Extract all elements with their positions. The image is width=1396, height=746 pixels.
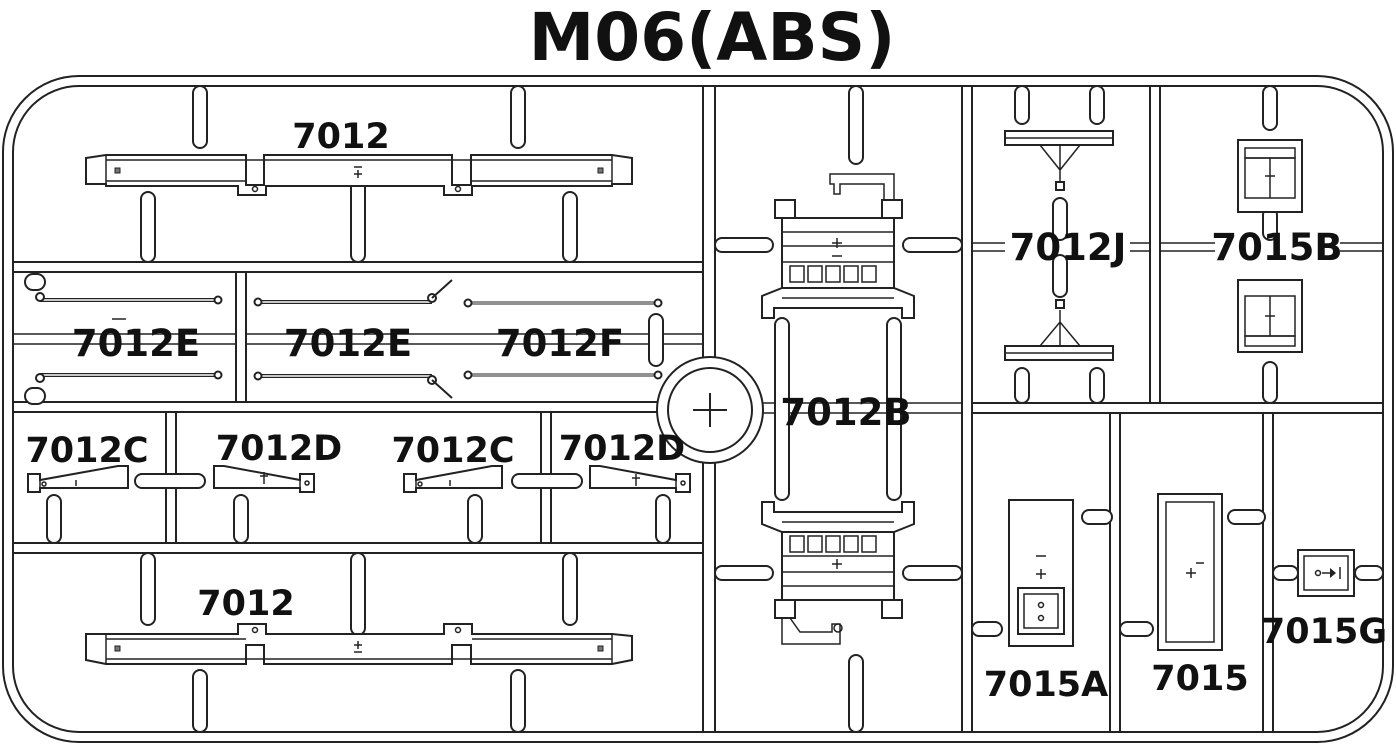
part-7012C-a — [27, 465, 129, 493]
part-7012-top — [85, 154, 633, 196]
sheet-title: M06(ABS) — [529, 0, 896, 76]
part-label-7012C-b: 7012C — [391, 431, 514, 471]
part-7012B-frame-top — [761, 173, 915, 319]
part-7012J — [1004, 130, 1114, 361]
part-7015 — [1157, 493, 1223, 651]
part-label-7015A: 7015A — [984, 665, 1109, 705]
part-7012B-frame-bottom — [761, 501, 915, 645]
part-7015B — [1237, 139, 1303, 353]
part-label-7012D-b: 7012D — [559, 429, 685, 469]
part-label-7012C-a: 7012C — [25, 431, 148, 471]
part-7012D-a — [213, 465, 315, 493]
part-label-7012D-a: 7012D — [216, 429, 342, 469]
sprue-gates — [24, 85, 1384, 733]
part-7012E-b-rods — [253, 279, 453, 399]
part-label-7012B: 7012B — [780, 391, 911, 434]
part-7015G — [1297, 549, 1355, 597]
sprue-hub — [656, 356, 764, 464]
part-label-7015: 7015 — [1151, 659, 1248, 699]
part-7015A — [1008, 499, 1074, 647]
part-7012F-rods — [463, 298, 663, 380]
part-7012C-b — [403, 465, 503, 493]
part-7012-bottom — [85, 623, 633, 665]
part-7012E-a-rods — [35, 292, 223, 383]
part-label-7012-bottom: 7012 — [197, 584, 294, 624]
part-7012D-b — [589, 465, 691, 493]
part-label-7012E-b: 7012E — [284, 322, 412, 365]
part-label-7015G: 7015G — [1261, 612, 1387, 652]
part-label-7012E-a: 7012E — [72, 322, 200, 365]
runner-grid — [12, 85, 1384, 733]
part-label-7015B: 7015B — [1211, 226, 1342, 269]
part-label-7012F: 7012F — [496, 322, 624, 365]
part-label-7012J: 7012J — [1010, 226, 1127, 269]
part-label-7012-top: 7012 — [292, 117, 389, 157]
